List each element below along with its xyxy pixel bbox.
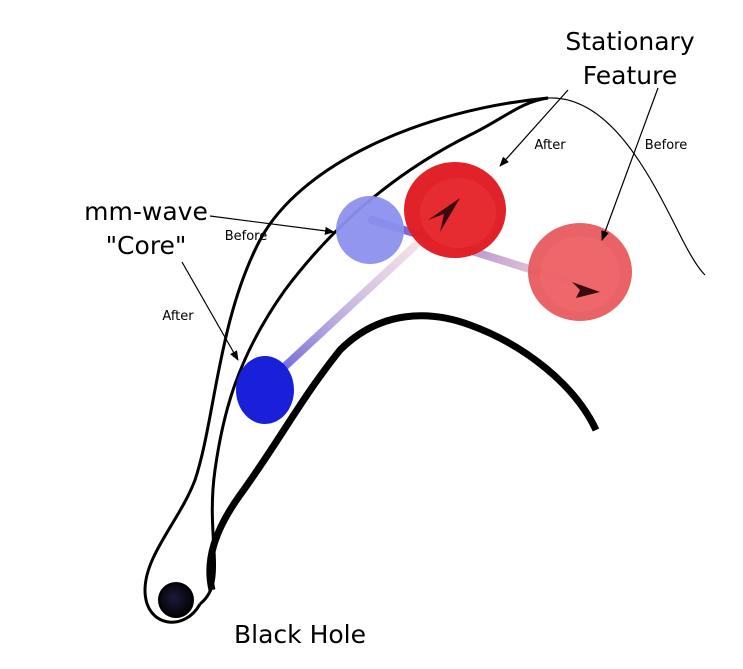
core-after-arrow	[181, 261, 239, 361]
jet-outline-lower	[143, 96, 549, 624]
stationary-after-arrow	[499, 89, 569, 167]
black-hole-icon	[158, 582, 194, 618]
core-after-circle	[236, 356, 294, 424]
feature-before-label: Before	[645, 138, 688, 153]
core-after-label: After	[162, 309, 194, 324]
feature-after-label: After	[534, 138, 566, 153]
jet-outline-thick-upper	[199, 96, 549, 606]
stationary-feature-label-line2: Feature	[583, 61, 677, 90]
feature-after-highlight	[420, 178, 496, 248]
core-before-arrow	[209, 215, 335, 235]
feature-before-direction-icon	[572, 282, 600, 298]
feature-after-direction-icon	[428, 198, 460, 232]
feature-before-highlight	[540, 236, 620, 312]
mm-wave-core-label-line2: "Core"	[106, 231, 187, 260]
black-hole-label: Black Hole	[234, 620, 366, 649]
stationary-before-arrow	[601, 87, 659, 241]
core-before-circle	[336, 196, 404, 264]
core-before-label: Before	[225, 229, 268, 244]
core-motion-trail	[264, 239, 422, 386]
inner-arc	[206, 312, 600, 591]
mm-wave-core-label-line1: mm-wave	[84, 197, 208, 226]
stationary-feature-label-line1: Stationary	[565, 27, 694, 56]
